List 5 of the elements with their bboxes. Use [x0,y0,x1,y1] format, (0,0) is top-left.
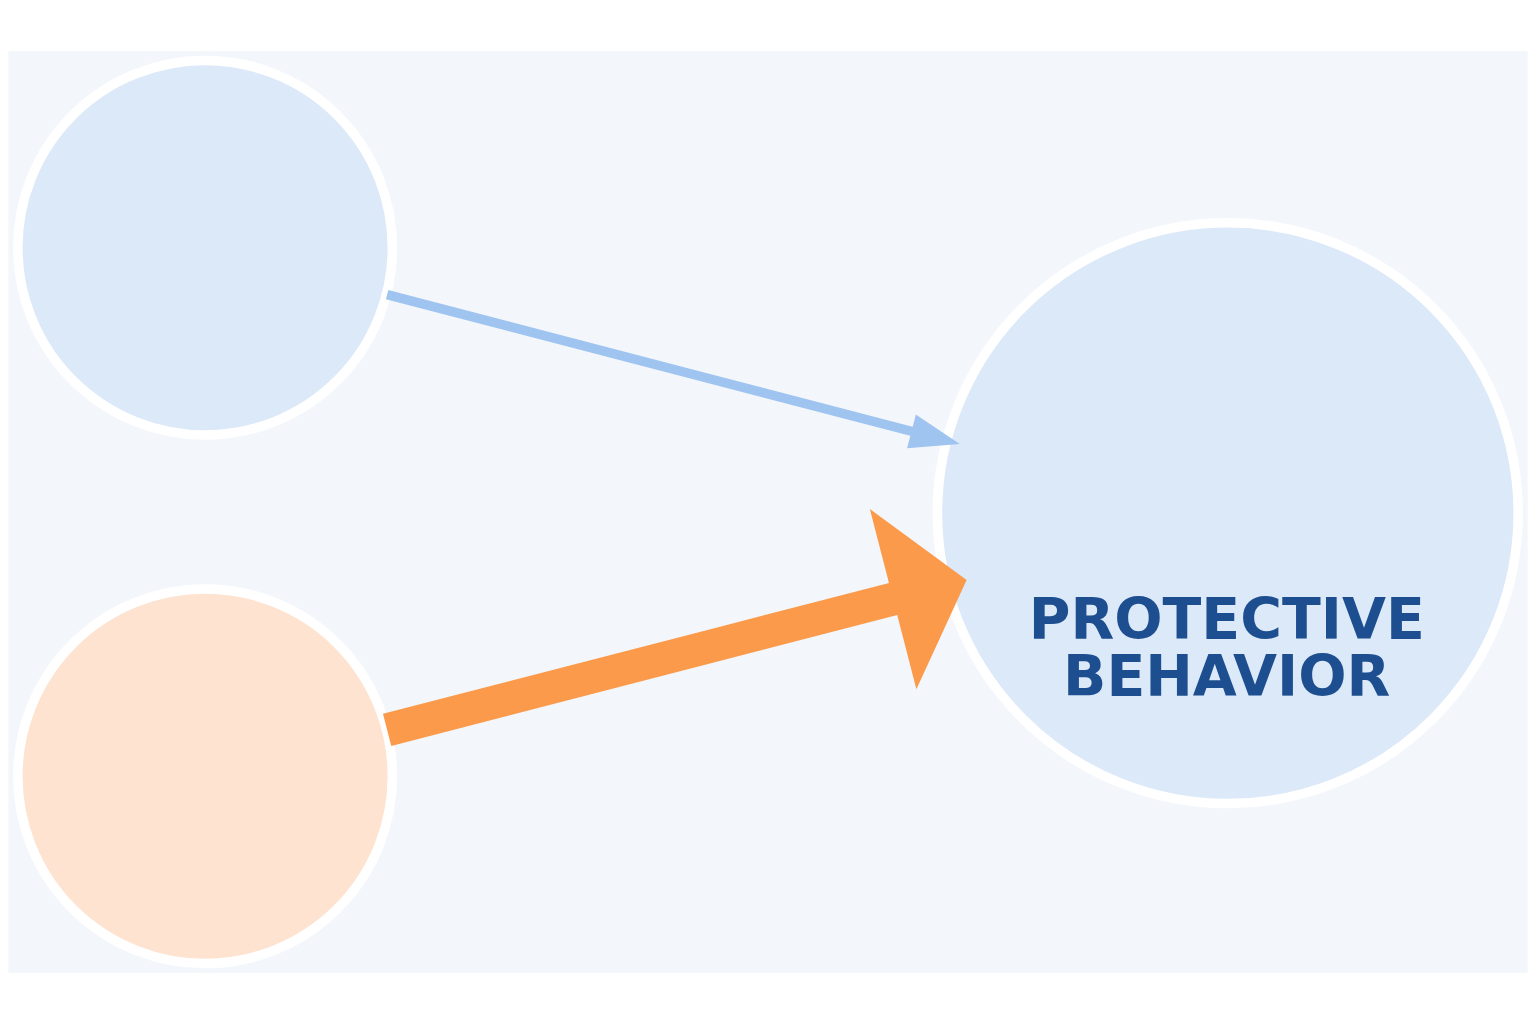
arrow [385,290,960,449]
node-circle [13,584,398,969]
arrow [382,509,967,746]
node-circle: PROTECTIVE BEHAVIOR [932,218,1523,809]
node-circle [13,55,398,440]
